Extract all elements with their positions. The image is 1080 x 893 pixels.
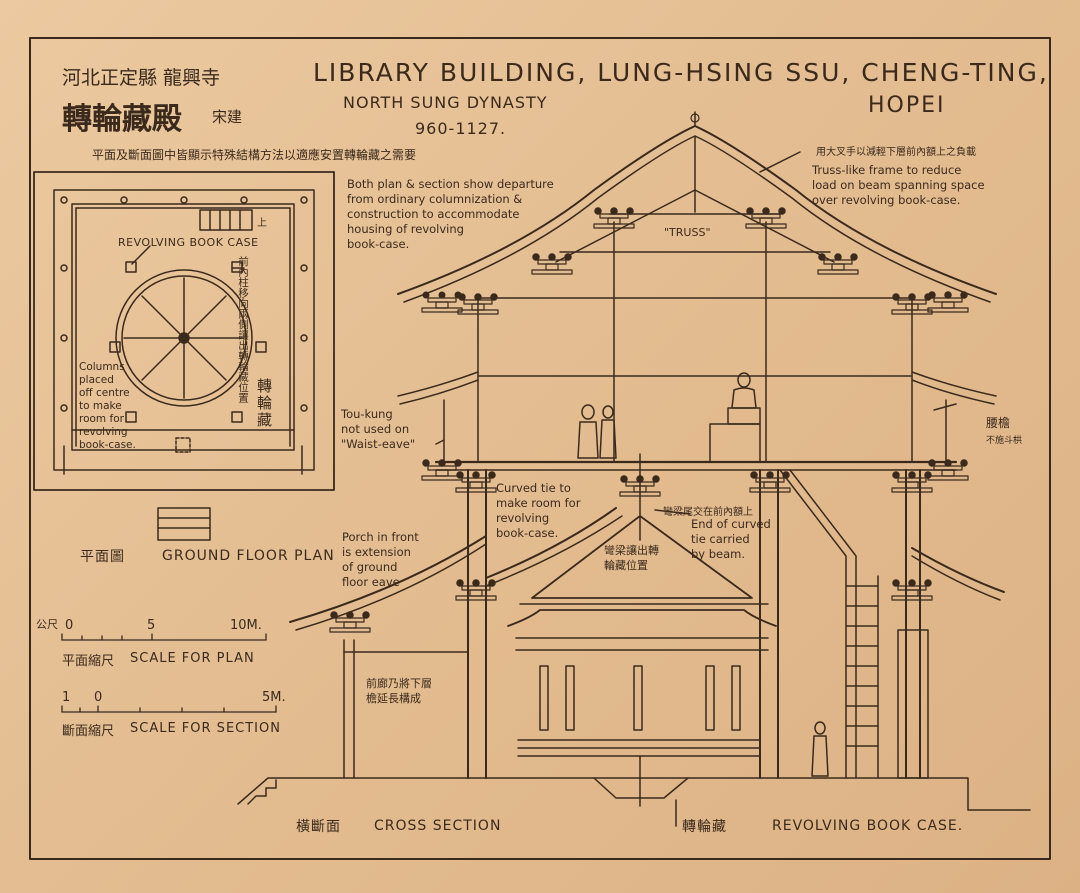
plan-caption: GROUND FLOOR PLAN: [162, 548, 335, 564]
scale-bars: [61, 633, 277, 713]
note-truss-cn: 用大叉手以減輕下層前內額上之負載: [816, 147, 976, 158]
section-scale-tick-0: 0: [94, 690, 103, 705]
truss-label: "TRUSS": [664, 226, 711, 239]
province-label: HOPEI: [868, 93, 946, 118]
plan-stair-mark: 上: [257, 218, 267, 229]
section-caption-cn: 橫斷面: [296, 819, 341, 835]
chinese-general-note: 平面及斷面圖中皆顯示特殊結構方法以適應安置轉輪藏之需要: [92, 148, 417, 162]
note-curved-end-cn: 彎梁尾交在前內額上: [663, 507, 753, 518]
note-departure: Both plan & section show departure from …: [347, 177, 554, 251]
cross-section: [237, 111, 1031, 827]
note-porch: Porch in front is extension of ground fl…: [342, 530, 419, 589]
section-scale-tick-5: 5M.: [262, 690, 286, 705]
plan-scale-tick-10: 10M.: [230, 618, 262, 633]
bookcase-caption-cn: 轉輪藏: [682, 819, 727, 835]
plan-scale-label-cn: 平面縮尺: [62, 654, 115, 669]
plan-columns-note: Columns placed off centre to make room f…: [79, 361, 136, 451]
outer-border: [29, 37, 1051, 860]
note-tou-kung: Tou-kung not used on "Waist-eave": [341, 407, 416, 451]
dynasty-label: NORTH SUNG DYNASTY: [343, 93, 548, 112]
plan-cn-zhuanlunzang: 轉輪藏: [255, 378, 273, 429]
note-truss: Truss-like frame to reduce load on beam …: [812, 163, 985, 207]
section-caption: CROSS SECTION: [374, 818, 502, 834]
section-scale-label: SCALE FOR SECTION: [130, 721, 281, 736]
section-scale-label-cn: 斷面縮尺: [62, 724, 115, 739]
note-curved-end: End of curved tie carried by beam.: [691, 517, 771, 561]
date-range: 960-1127.: [415, 119, 507, 138]
chinese-dynasty-mark: 宋建: [212, 108, 243, 126]
ground-floor-plan: [33, 171, 335, 541]
plan-cn-columns-note: 前內柱移向兩側讓出轉輪藏位置: [237, 256, 249, 403]
note-curved-tie-cn: 彎梁讓出轉 輪藏位置: [604, 544, 659, 572]
plan-scale-unit-cn: 公尺: [36, 618, 58, 631]
drawing-title: LIBRARY BUILDING, LUNG-HSING SSU, CHENG-…: [313, 58, 1049, 87]
plan-scale-label: SCALE FOR PLAN: [130, 651, 255, 666]
plan-scale-tick-5: 5: [147, 618, 156, 633]
plan-scale-tick-0: 0: [65, 618, 74, 633]
note-waist-eave-cn-2: 不施斗栱: [986, 436, 1023, 446]
chinese-building-name: 轉輪藏殿: [62, 102, 182, 137]
plan-caption-cn: 平面圖: [80, 549, 125, 565]
section-scale-tick-1: 1: [62, 690, 71, 705]
note-curved-tie: Curved tie to make room for revolving bo…: [496, 481, 581, 540]
bookcase-caption: REVOLVING BOOK CASE.: [772, 818, 964, 834]
note-porch-cn: 前廊乃將下層 檐延長構成: [366, 677, 432, 705]
chinese-location: 河北正定縣 龍興寺: [62, 67, 221, 89]
note-waist-eave-cn: 腰檐: [986, 416, 1011, 430]
plan-label-revolving-book-case: REVOLVING BOOK CASE: [118, 236, 259, 249]
